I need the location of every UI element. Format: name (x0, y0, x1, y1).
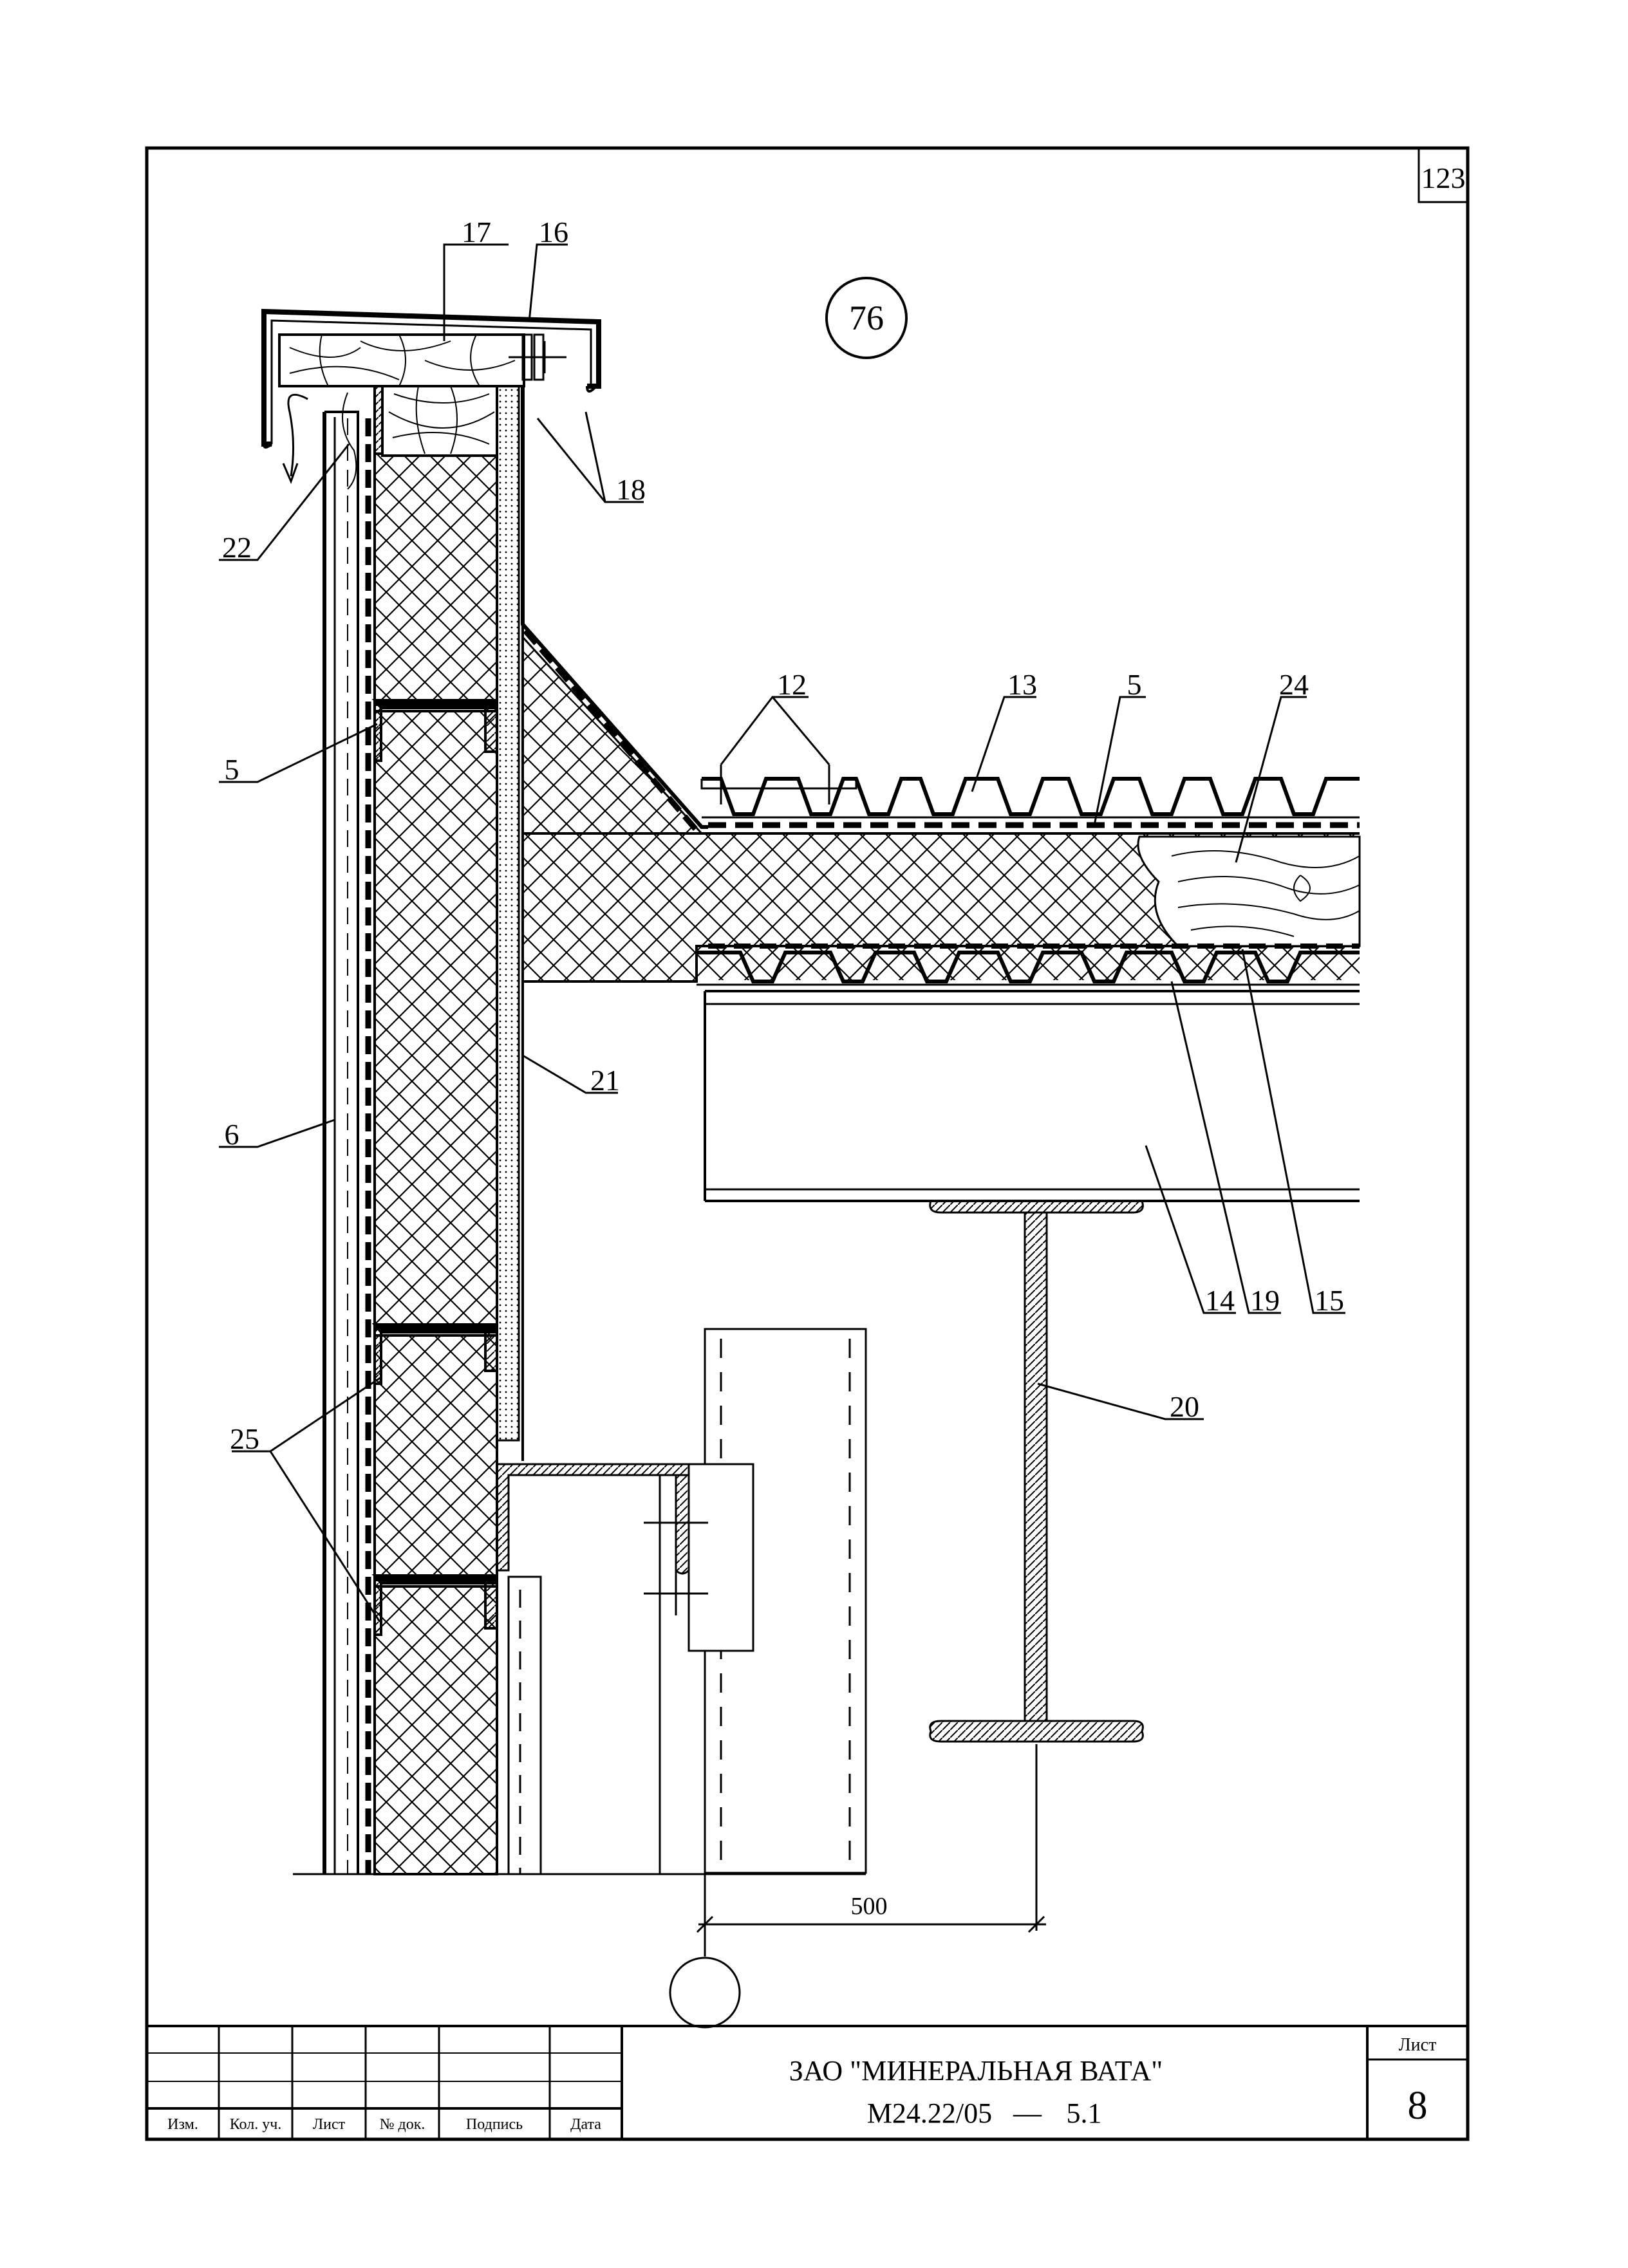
callout-labels: 17 16 18 22 5 12 13 5 24 21 6 14 19 15 2… (222, 216, 1344, 1455)
page-number: 123 (1421, 162, 1466, 194)
upper-profiled-sheet (702, 777, 1360, 816)
detail-number: 76 (849, 299, 884, 337)
roof-timber-grain (1171, 850, 1360, 937)
inner-dotted-layer (496, 385, 520, 1442)
document-code: М24.22/05 (867, 2097, 992, 2129)
sheet-label: Лист (1399, 2035, 1437, 2055)
outer-cladding (323, 411, 359, 1874)
lower-profiled-sheet (697, 951, 1360, 983)
sheet-frame (145, 146, 1470, 2141)
col-izm: Изм. (167, 2116, 198, 2133)
col-list: Лист (313, 2116, 346, 2133)
purlin (704, 990, 1360, 1202)
title-block-columns: Изм. Кол. уч. Лист № док. Подпись Дата (167, 2116, 601, 2133)
upper-fasteners (708, 765, 842, 804)
dimension-value: 500 (851, 1893, 888, 1920)
wall-panels (373, 452, 498, 1875)
callout-25: 25 (230, 1422, 259, 1455)
col-signature: Подпись (466, 2116, 523, 2133)
axis-marker (669, 1957, 741, 2029)
wall-girt (507, 1475, 661, 1875)
roof-timber-block (1137, 835, 1361, 947)
cap-fasteners (509, 333, 566, 381)
sheet-number: 8 (1408, 2084, 1428, 2128)
callout-20: 20 (1170, 1390, 1199, 1423)
col-date: Дата (570, 2116, 601, 2133)
detail-marker-circle (825, 277, 908, 359)
callout-14: 14 (1205, 1284, 1235, 1317)
callout-5-roof: 5 (1127, 668, 1142, 701)
parapet-cap-inner (270, 319, 592, 444)
wall-bracket (496, 1463, 754, 1652)
callout-5-wall: 5 (225, 753, 239, 786)
callout-16: 16 (539, 216, 568, 248)
vent-wavy (342, 392, 357, 490)
cap-drip-right (586, 385, 597, 393)
callout-21: 21 (590, 1064, 620, 1097)
ventilation-arrow (287, 393, 308, 477)
callout-19: 19 (1250, 1284, 1280, 1317)
parapet-timber (278, 333, 525, 457)
cap-drip-left (263, 443, 273, 449)
dimension-500 (696, 1744, 1046, 1957)
callout-6: 6 (225, 1118, 239, 1151)
upper-profiled-flange (700, 779, 857, 790)
callout-24: 24 (1279, 668, 1309, 701)
company-name: ЗАО "МИНЕРАЛЬНАЯ ВАТА" (789, 2055, 1163, 2087)
roof-fillet-insulation (521, 635, 704, 835)
document-section: 5.1 (1067, 2097, 1102, 2129)
callout-15: 15 (1315, 1284, 1344, 1317)
title-block (147, 2025, 1468, 2139)
ventilation-arrowhead (282, 463, 299, 485)
callout-13: 13 (1007, 668, 1037, 701)
i-beam (929, 1200, 1144, 1743)
callout-underlines (219, 243, 1345, 1453)
callout-22: 22 (222, 531, 252, 564)
parapet-flashing (521, 385, 708, 829)
callout-18: 18 (616, 473, 646, 506)
col-doc-no: № док. (380, 2116, 426, 2133)
document-dash: — (1013, 2097, 1042, 2129)
parapet-flashing-membrane (523, 629, 699, 832)
callout-17: 17 (462, 216, 491, 248)
col-kol-uch: Кол. уч. (230, 2116, 282, 2133)
callout-12: 12 (777, 668, 807, 701)
